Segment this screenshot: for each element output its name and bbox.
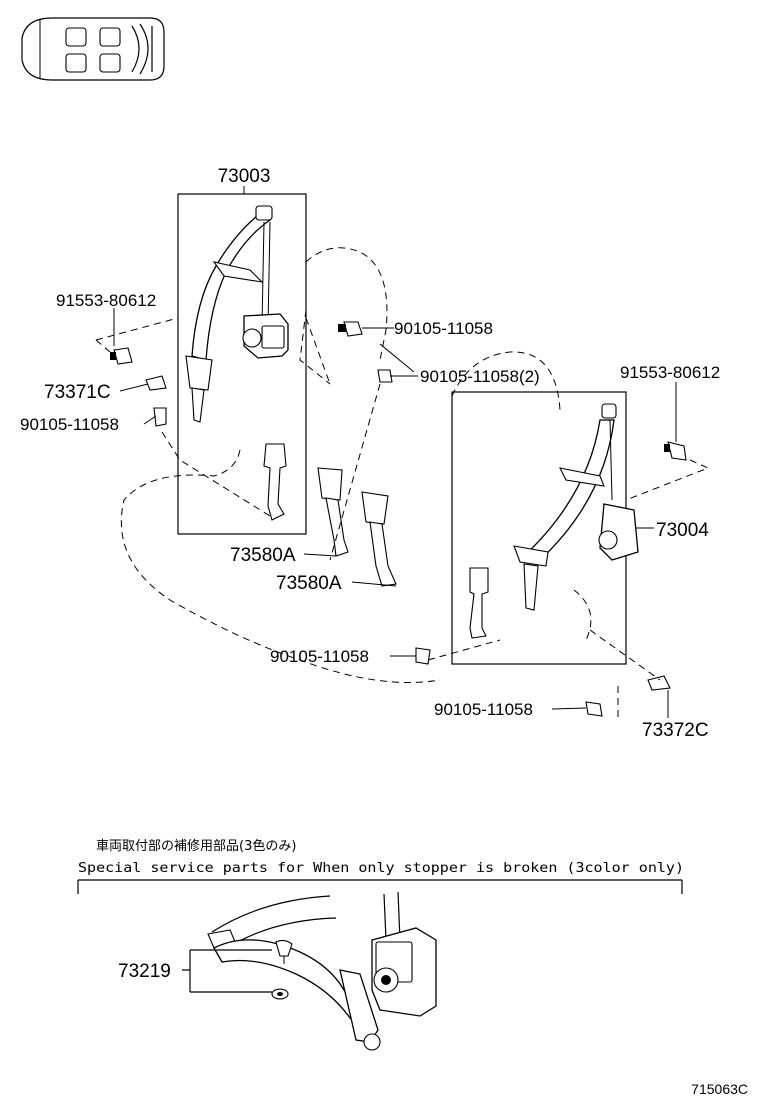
label-91553-right: 91553-80612 bbox=[620, 363, 720, 382]
label-73371c: 73371C bbox=[44, 382, 111, 403]
bolt-91553-left bbox=[110, 347, 133, 365]
bolt-90105-a bbox=[338, 321, 363, 337]
label-90105-a: 90105-11058 bbox=[394, 319, 493, 338]
leader-lines bbox=[113, 308, 677, 718]
bolt-90105-c bbox=[153, 407, 167, 427]
diagram-reference-code: 715063C bbox=[691, 1081, 748, 1097]
service-section-bracket bbox=[77, 879, 683, 894]
rear-seat-outline bbox=[120, 247, 592, 683]
service-note-japanese: 車両取付部の補修用部品(3色のみ) bbox=[96, 838, 296, 854]
buckle-73580a-2 bbox=[361, 491, 397, 587]
bolt-90105-d bbox=[415, 647, 431, 665]
bolt-90105-b bbox=[377, 369, 393, 383]
dashed-connectors bbox=[95, 317, 710, 720]
stopper-detail-illustration bbox=[207, 891, 437, 1051]
clip-73371c bbox=[145, 375, 167, 391]
label-73003: 73003 bbox=[218, 166, 271, 187]
clip-73372c bbox=[647, 675, 671, 691]
left-belt-assembly-frame bbox=[177, 186, 307, 535]
label-90105-d: 90105-11058 bbox=[270, 647, 369, 666]
vehicle-seat-layout-icon bbox=[21, 17, 165, 81]
label-73372c: 73372C bbox=[642, 720, 709, 741]
label-90105-c: 90105-11058 bbox=[20, 415, 119, 434]
label-90105-b: 90105-11058(2) bbox=[420, 367, 540, 386]
left-seat-belt-73003 bbox=[185, 205, 289, 521]
bracket-73219 bbox=[182, 949, 272, 993]
label-73219: 73219 bbox=[118, 961, 171, 982]
label-90105-e: 90105-11058 bbox=[434, 700, 533, 719]
bolt-90105-e bbox=[585, 701, 603, 717]
label-73580a-2: 73580A bbox=[276, 573, 342, 594]
buckle-73580a-1 bbox=[317, 467, 349, 557]
label-73580a-1: 73580A bbox=[230, 545, 296, 566]
service-note-english: Special service parts for When only stop… bbox=[78, 861, 684, 876]
right-seat-belt-73004 bbox=[469, 403, 639, 639]
label-91553-left: 91553-80612 bbox=[56, 291, 156, 310]
label-73004: 73004 bbox=[656, 520, 709, 541]
bolt-91553-right bbox=[664, 441, 687, 461]
